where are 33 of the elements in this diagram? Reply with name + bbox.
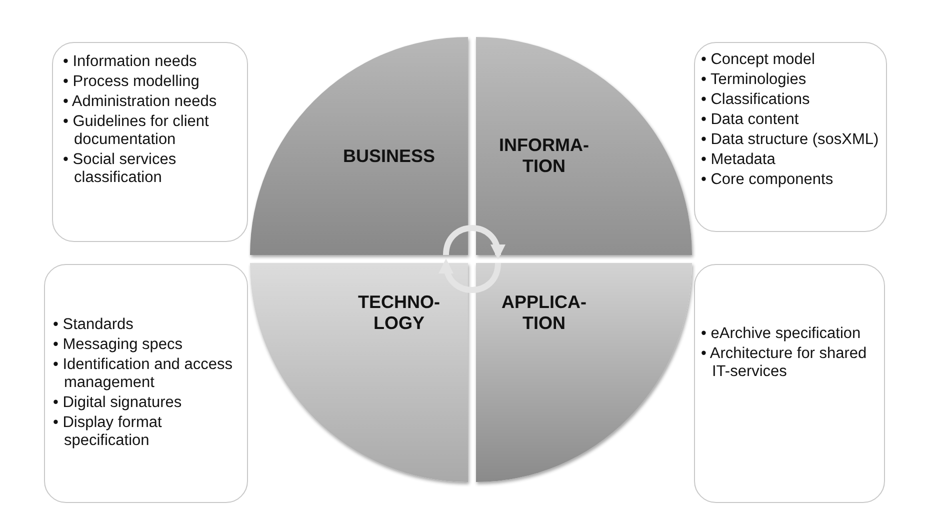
bullet-item: • eArchive specification <box>701 325 862 343</box>
bullet-item: • Metadata <box>701 151 776 169</box>
quadrant-segment <box>476 263 692 482</box>
rounded-box <box>694 264 885 503</box>
bullet-item: • Identification and access management <box>53 356 234 392</box>
rounded-box <box>694 42 887 232</box>
segment-title: TECHNO- LOGY <box>357 292 441 334</box>
bullet-item: • Architecture for shared IT-services <box>701 345 868 381</box>
bullet-item: • Standards <box>53 316 134 334</box>
curved-arrow <box>440 258 501 293</box>
bullet-item: • Messaging specs <box>53 336 184 354</box>
segment-title: INFORMA- TION <box>498 135 590 177</box>
bullet-item: • Guidelines for client documentation <box>63 113 210 149</box>
bullet-item: • Classifications <box>701 91 811 109</box>
bullet-item: • Information needs <box>63 53 198 71</box>
rounded-box <box>44 264 248 503</box>
bullet-item: • Terminologies <box>701 71 808 89</box>
rounded-box <box>52 42 248 242</box>
curved-arrow <box>443 225 504 260</box>
quadrant-segment <box>250 263 468 482</box>
segment-title: APPLICA- TION <box>500 292 588 334</box>
segment-title: BUSINESS <box>342 146 436 166</box>
bullet-item: • Display format specification <box>53 414 163 450</box>
bullet-item: • Process modelling <box>63 73 200 91</box>
quadrant-segment <box>476 37 692 255</box>
bullet-item: • Social services classification <box>63 151 178 187</box>
bullet-item: • Administration needs <box>63 93 218 111</box>
bullet-item: • Digital signatures <box>53 394 183 412</box>
bullet-item: • Core components <box>701 171 834 189</box>
bullet-item: • Data content <box>701 111 800 129</box>
bullet-item: • Concept model <box>701 51 816 69</box>
bullet-item: • Data structure (sosXML) <box>701 131 880 149</box>
quadrant-segment <box>250 37 468 255</box>
